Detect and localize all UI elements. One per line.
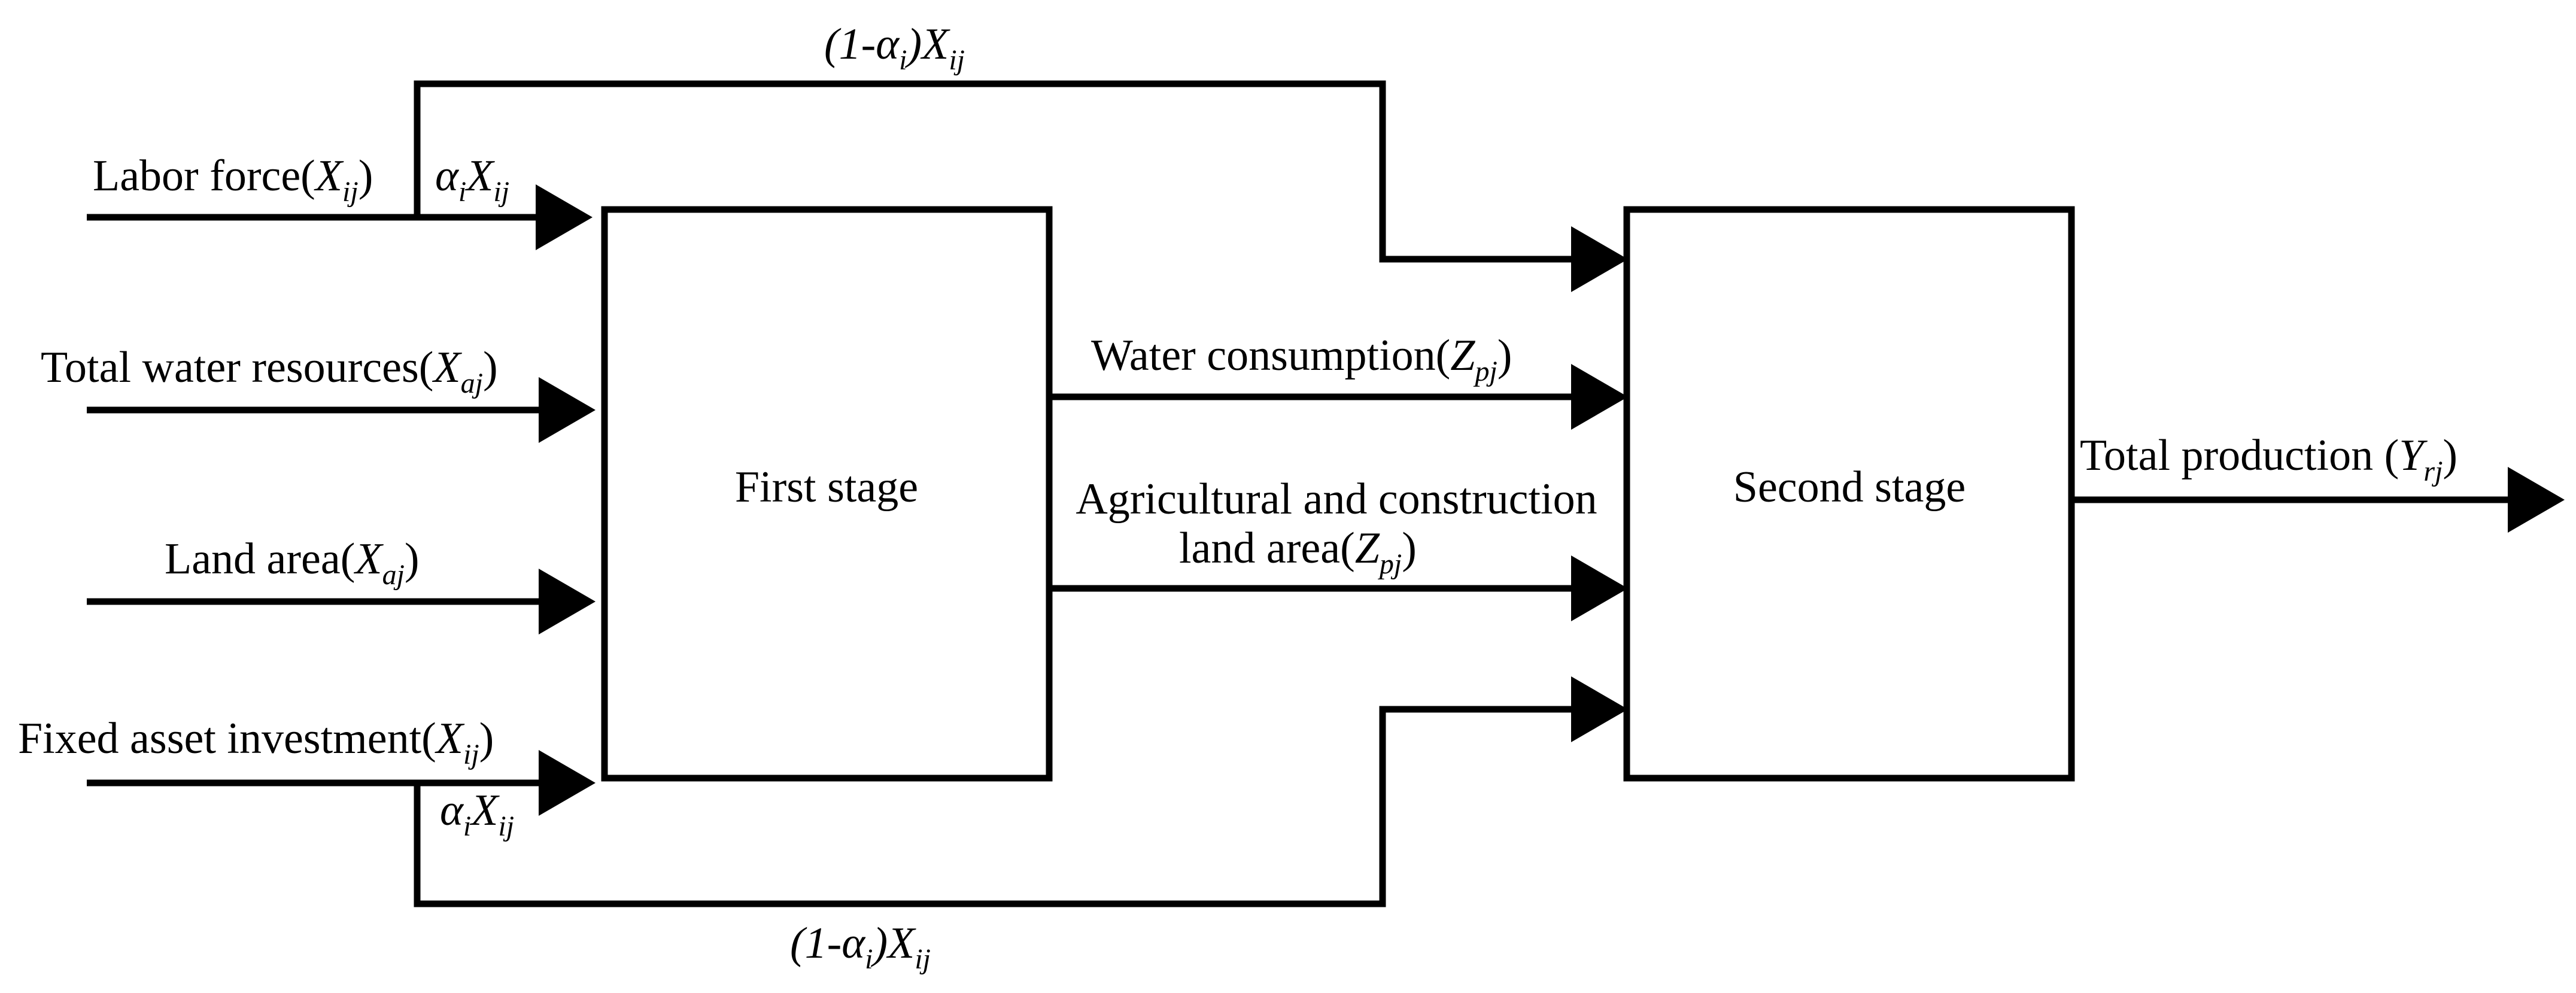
second-stage-box — [1623, 206, 2075, 782]
labor-arrowhead — [536, 184, 593, 250]
labor-alpha-share-label: αiXij — [435, 151, 509, 208]
first-stage-box — [601, 206, 1053, 782]
fixed-asset-investment-label: Fixed asset investment(Xij) — [18, 714, 494, 770]
water-consumption-label: Water consumption(Zpj) — [1091, 331, 1512, 387]
fixed-alpha-share-label: αiXij — [440, 786, 514, 842]
land-area-label: Land area(Xaj) — [165, 535, 420, 591]
agricultural-land-label-line2: land area(Zpj) — [1179, 524, 1417, 580]
top-bypass-share-label: (1-αi)Xij — [824, 20, 965, 76]
water-arrowhead — [539, 377, 596, 443]
fixed-bypass-path — [414, 706, 1580, 907]
labor-force-label: Labor force(Xij) — [93, 151, 373, 208]
water-consumption-arrowhead — [1571, 364, 1628, 430]
labor-bypass-path — [414, 80, 1580, 263]
fixed-bypass-arrowhead — [1571, 676, 1628, 742]
land-area-arrowhead — [1571, 555, 1628, 621]
total-production-label: Total production (Yrj) — [2080, 431, 2457, 487]
labor-bypass-arrowhead — [1571, 226, 1628, 292]
fixed-arrowhead — [539, 750, 596, 816]
agricultural-land-label-line1: Agricultural and construction — [1076, 475, 1597, 524]
output-arrowhead — [2508, 467, 2565, 533]
second-stage-label: Second stage — [1733, 463, 1966, 512]
first-stage-label: First stage — [735, 463, 918, 512]
land-arrowhead — [539, 569, 596, 634]
bottom-bypass-share-label: (1-αi)Xij — [790, 919, 931, 975]
total-water-resources-label: Total water resources(Xaj) — [41, 343, 498, 399]
